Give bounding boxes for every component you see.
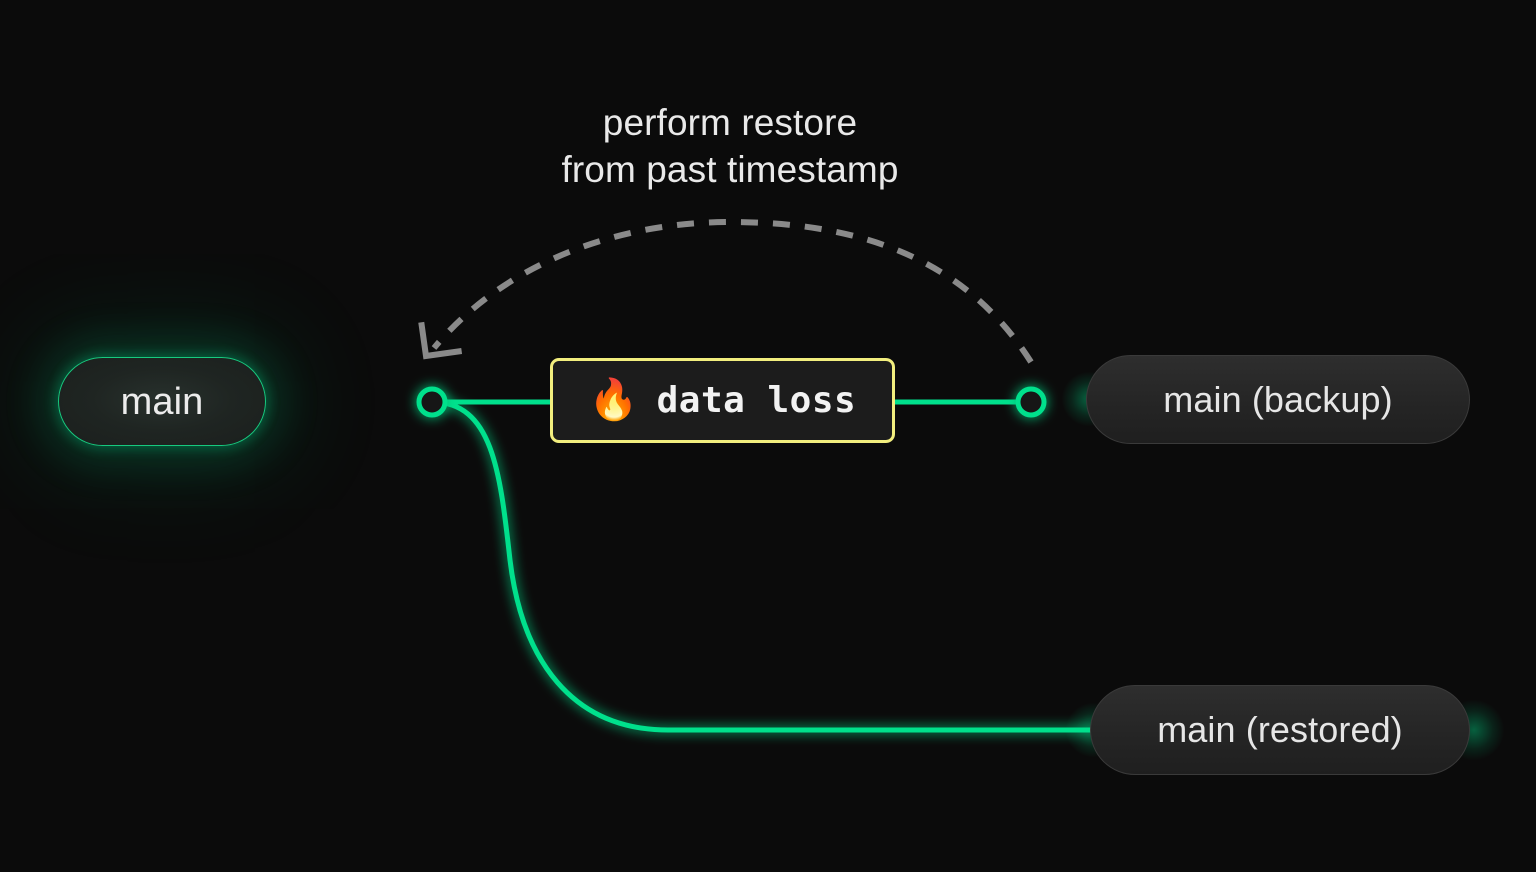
branch-point-commit: [416, 386, 448, 418]
annotation-line-1: perform restore: [602, 102, 858, 143]
restore-arrow-head-icon: [418, 321, 463, 360]
fire-emoji: 🔥: [588, 377, 639, 422]
node-main-backup-label: main (backup): [1163, 378, 1393, 420]
restore-annotation-label: perform restore from past timestamp: [0, 100, 1460, 194]
node-main-backup[interactable]: main (backup): [1086, 355, 1470, 444]
node-main-restored[interactable]: main (restored): [1090, 685, 1470, 775]
node-main[interactable]: main: [58, 357, 266, 446]
node-main-restored-label: main (restored): [1157, 709, 1403, 750]
node-data-loss-label: data loss: [656, 379, 857, 421]
node-main-label: main: [120, 380, 204, 423]
edge-branch-to-restored: [429, 399, 1095, 733]
restore-arrow-curve: [431, 218, 1034, 364]
annotation-line-2: from past timestamp: [561, 148, 899, 190]
backup-point-commit: [1015, 386, 1047, 418]
node-data-loss[interactable]: 🔥 data loss: [550, 358, 895, 443]
